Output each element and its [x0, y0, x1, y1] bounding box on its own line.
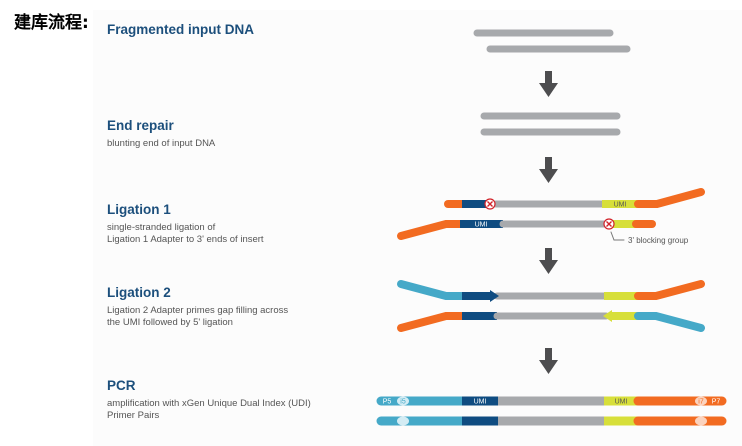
- pcr-i5-bubble-top: [397, 396, 409, 406]
- step-desc-ligation-1: single-stranded ligation of Ligation 1 A…: [107, 222, 264, 246]
- desc-line: single-stranded ligation of: [107, 222, 216, 233]
- desc-line: Primer Pairs: [107, 410, 160, 421]
- p7-label: P7: [712, 399, 721, 406]
- step-title-ligation-2: Ligation 2: [107, 285, 171, 300]
- lig1-top-adapter-right: [634, 188, 705, 208]
- desc-line: the UMI followed by 5' ligation: [107, 317, 233, 328]
- umi-label-lig1-bottom: UMI: [475, 222, 488, 229]
- step-arrow-2: [539, 157, 558, 183]
- step-arrow-4: [539, 348, 558, 374]
- blocking-group-leader: [610, 231, 625, 241]
- i5-label: i5: [400, 399, 406, 406]
- desc-line: Ligation 1 Adapter to 3' ends of insert: [107, 234, 264, 245]
- umi-label-pcr-top-left: UMI: [474, 399, 487, 406]
- step-desc-end-repair: blunting end of input DNA: [107, 138, 215, 150]
- step-desc-ligation-2: Ligation 2 Adapter primes gap filling ac…: [107, 305, 288, 329]
- lig1-bottom-adapter-left: [397, 220, 464, 240]
- umi-label-lig1-top: UMI: [614, 202, 627, 209]
- i7-label: i7: [698, 399, 704, 406]
- pcr-i5-bubble-bottom: [397, 416, 409, 426]
- step-title-pcr: PCR: [107, 378, 136, 393]
- step-title-fragmented: Fragmented input DNA: [107, 22, 254, 37]
- lig2-bottom-adapter2-right: [634, 312, 705, 332]
- desc-line: amplification with xGen Unique Dual Inde…: [107, 398, 311, 409]
- step-arrow-1: [539, 71, 558, 97]
- lig2-bottom-adapter1-left: [397, 312, 466, 332]
- pcr-i7-bubble-top: [695, 396, 707, 406]
- umi-label-pcr-top-right: UMI: [615, 399, 628, 406]
- gap-fill-arrowhead-left: [603, 310, 612, 322]
- blocking-group-label: 3' blocking group: [628, 236, 689, 245]
- gap-fill-arrowhead-right: [490, 290, 499, 302]
- step-title-end-repair: End repair: [107, 118, 174, 133]
- step-desc-pcr: amplification with xGen Unique Dual Inde…: [107, 398, 311, 422]
- pcr-i7-bubble-bottom: [695, 416, 707, 426]
- blocking-group-marker-top: [484, 198, 496, 210]
- blocking-group-marker-bottom: [603, 218, 615, 230]
- p5-label: P5: [383, 399, 392, 406]
- lig2-top-adapter1-right: [634, 280, 705, 300]
- page-heading: 建库流程:: [14, 13, 89, 33]
- step-title-ligation-1: Ligation 1: [107, 202, 171, 217]
- step-arrow-3: [539, 248, 558, 274]
- desc-line: Ligation 2 Adapter primes gap filling ac…: [107, 305, 289, 316]
- desc-line: blunting end of input DNA: [107, 138, 216, 149]
- lig2-top-adapter2-left: [397, 280, 466, 300]
